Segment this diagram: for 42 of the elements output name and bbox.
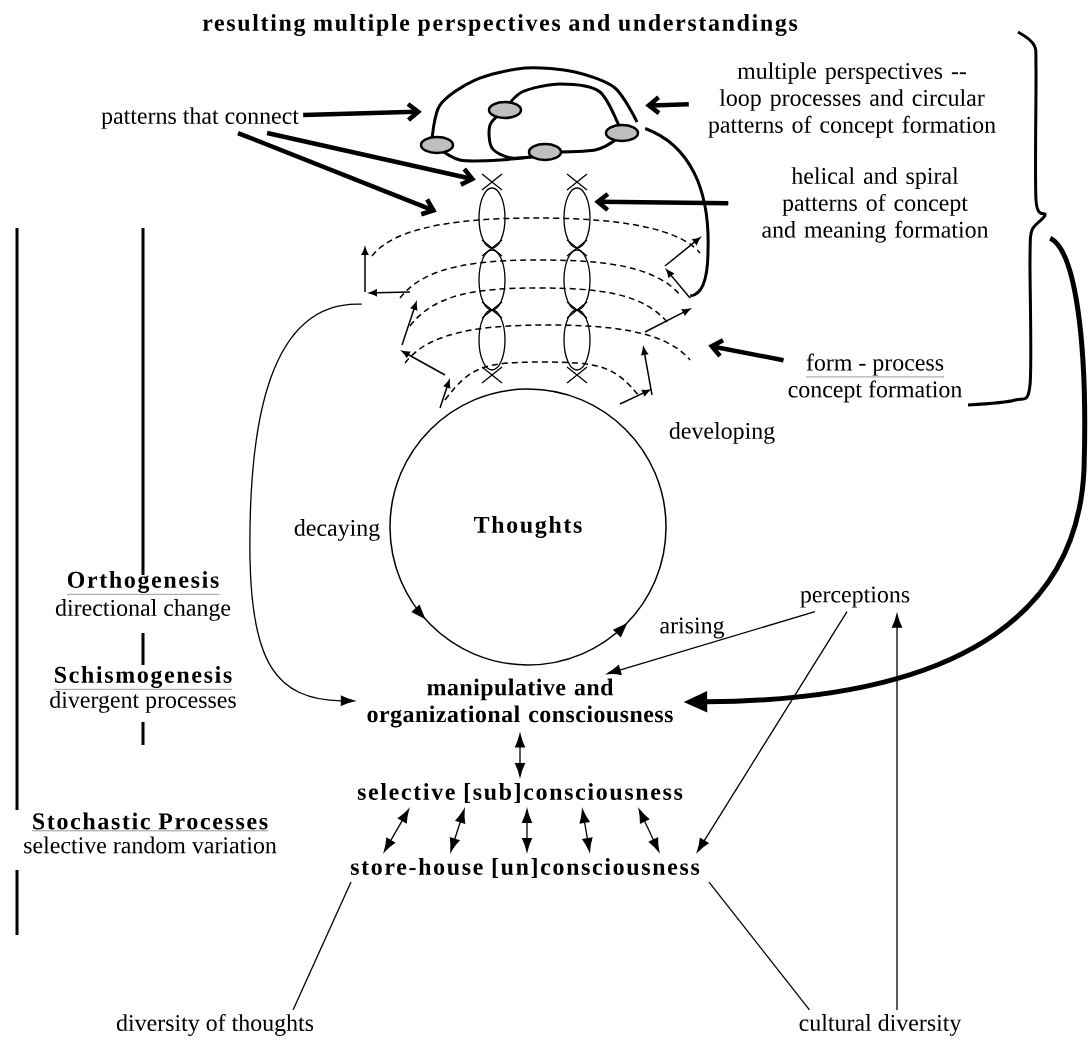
arrow	[696, 611, 848, 853]
text-label: manipulative and organizational consciousness	[367, 678, 673, 728]
text-label: arising	[660, 617, 725, 639]
leader-line	[708, 881, 811, 1011]
spiral-drawing	[361, 217, 701, 409]
arrow	[514, 733, 526, 777]
text-label: selective random variation	[24, 836, 277, 854]
heading: Orthogenesis	[66, 571, 220, 595]
text-label: form - process concept formation	[788, 353, 962, 403]
arrow	[449, 809, 466, 852]
heading: Schismogenesis	[53, 666, 233, 690]
text-label: store-house [un]consciousness	[350, 858, 700, 878]
text-label: directional change	[55, 599, 231, 621]
title: resulting multiple perspectives and understandings	[202, 14, 798, 36]
text-label: multiple perspectives -- loop processes and circular patterns of concept formation	[708, 62, 996, 138]
arrow	[266, 130, 476, 187]
heading: Stochastic Processes	[31, 812, 269, 831]
loop-line	[644, 127, 710, 298]
text-label: selective [sub]consciousness	[357, 783, 683, 803]
helix-drawing	[478, 173, 591, 384]
arrow	[237, 130, 437, 217]
arrow	[645, 95, 689, 115]
text-label: helical and spiral patterns of concept and meaning formation	[762, 167, 989, 243]
arrow	[383, 808, 410, 853]
curved-arrow	[249, 303, 363, 706]
arrow	[521, 809, 533, 852]
arrow	[303, 102, 422, 122]
text-label: developing	[669, 422, 775, 444]
arrow	[579, 809, 593, 852]
text-label: diversity of thoughts	[116, 1014, 314, 1036]
arrow	[708, 338, 784, 363]
arrow	[891, 613, 903, 1011]
arrow	[607, 611, 816, 675]
text-label: patterns that connect	[101, 107, 299, 129]
arrow	[638, 809, 660, 852]
arrow	[594, 192, 729, 212]
loop-drawing	[419, 66, 640, 163]
text-label: decaying	[294, 519, 380, 541]
leader-line	[292, 881, 352, 1011]
text-label: divergent processes	[50, 691, 236, 713]
text-label: perceptions	[800, 586, 910, 608]
text-label: cultural diversity	[799, 1014, 962, 1036]
